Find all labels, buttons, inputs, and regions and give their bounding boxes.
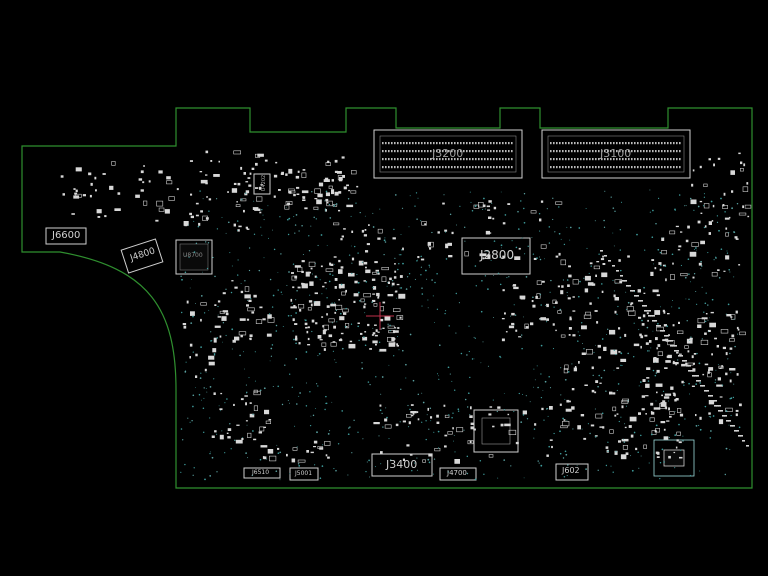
component-field: [60, 150, 752, 464]
label-j6600: J6600: [52, 230, 81, 241]
label-j3100: J3100: [600, 147, 632, 160]
chip-u4500-bga[interactable]: [473, 409, 519, 453]
chip-u8700[interactable]: [175, 239, 213, 275]
connector-j2800[interactable]: [461, 237, 531, 275]
label-u8700: U8700: [183, 252, 203, 259]
label-j3200: J3200: [432, 147, 464, 160]
label-j6510: J6510: [252, 469, 270, 476]
connector-j3100[interactable]: [541, 129, 691, 179]
label-j4700: J4700: [447, 469, 467, 477]
board-outline: [21, 107, 753, 489]
chip-u4202[interactable]: [253, 173, 271, 195]
chip-bottom-right[interactable]: [653, 439, 695, 477]
label-u4202: U4202: [261, 174, 268, 192]
connector-j4800[interactable]: [120, 238, 164, 274]
label-j602: J602: [562, 466, 580, 475]
connector-j6510[interactable]: [243, 467, 281, 479]
crosshair-cursor: [366, 302, 394, 330]
label-j5001: J5001: [295, 470, 313, 477]
label-j2800: J2800: [480, 248, 515, 262]
connector-j602[interactable]: [555, 463, 589, 481]
connector-j6600[interactable]: [45, 227, 87, 245]
connector-j3400[interactable]: [371, 453, 433, 477]
connector-j3200[interactable]: [373, 129, 523, 179]
label-j3400: J3400: [386, 458, 418, 471]
connector-j4700[interactable]: [439, 467, 477, 481]
via-field: [180, 189, 741, 481]
